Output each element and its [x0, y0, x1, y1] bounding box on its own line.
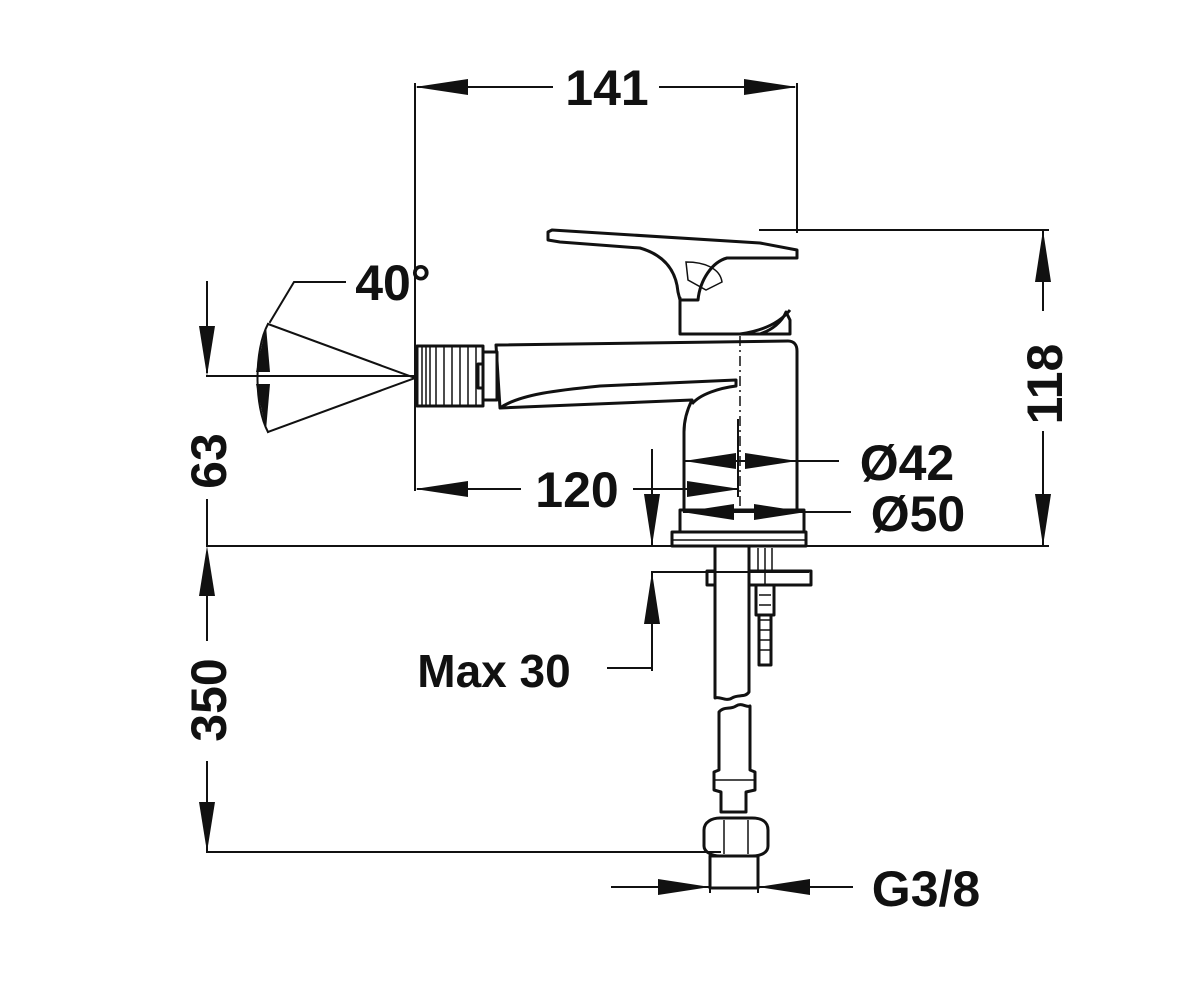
dim-max30-label: Max 30 — [417, 645, 570, 697]
nozzle-aerator — [415, 344, 485, 408]
dim-120-label: 120 — [535, 462, 618, 518]
dim-141-label: 141 — [565, 60, 648, 116]
spout-underside — [499, 378, 738, 410]
base-ring-lower — [670, 530, 808, 548]
supply-pipe-lower — [712, 703, 757, 814]
dim-40deg-label: 40° — [355, 255, 431, 311]
dim-d42-label: Ø42 — [860, 435, 955, 491]
lever-handle-detail — [685, 261, 723, 291]
lever-handle — [546, 228, 799, 302]
supply-pipe-upper — [713, 544, 751, 701]
faucet-drawing — [415, 228, 813, 890]
dim-d50-label: Ø50 — [871, 486, 966, 542]
dim-118-label: 118 — [1017, 344, 1073, 425]
cartridge-neck — [678, 296, 792, 336]
dim-g38-label: G3/8 — [872, 861, 980, 917]
dim-63-label: 63 — [181, 433, 237, 489]
thread-fitting — [708, 854, 760, 890]
hex-nut — [702, 816, 770, 858]
cartridge-neck-curve — [739, 309, 792, 336]
dim-350-label: 350 — [181, 658, 237, 741]
dimension-lines: 141 118 63 350 40° — [181, 60, 1073, 917]
